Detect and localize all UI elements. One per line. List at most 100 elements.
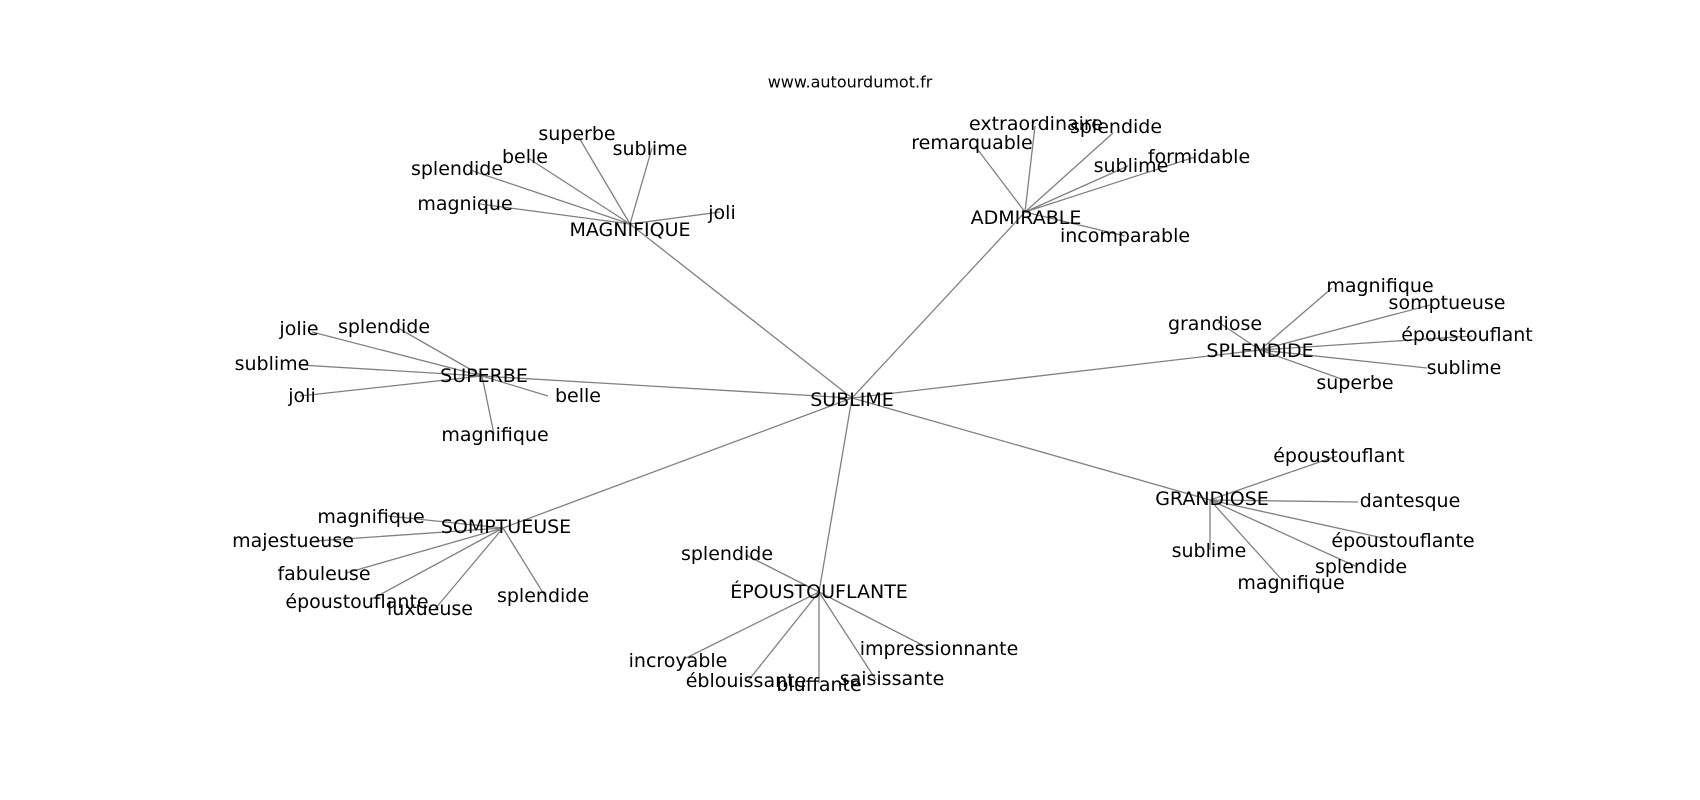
word-node-label[interactable]: magnifique bbox=[441, 424, 548, 446]
edge-group-to-word bbox=[1024, 211, 1126, 237]
group-node-label[interactable]: ADMIRABLE bbox=[971, 207, 1082, 229]
graph-labels: www.autourdumot.fr SUBLIME MAGNIFIQUE sup… bbox=[232, 73, 1533, 697]
group-node-label[interactable]: SOMPTUEUSE bbox=[441, 516, 571, 538]
word-node-label[interactable]: dantesque bbox=[1360, 490, 1461, 512]
edge-group-to-word bbox=[299, 364, 483, 377]
edge-group-to-word bbox=[1209, 455, 1338, 501]
edge-group-to-word bbox=[818, 591, 877, 681]
edge-group-to-word bbox=[434, 527, 504, 610]
edge-group-to-word bbox=[299, 375, 483, 397]
edge-group-to-word bbox=[577, 135, 631, 225]
edge-group-to-word bbox=[1259, 349, 1428, 369]
edge-group-to-word bbox=[747, 591, 820, 682]
word-node-label[interactable]: époustouflant bbox=[1273, 445, 1405, 467]
word-node-label[interactable]: remarquable bbox=[911, 132, 1033, 154]
edge-group-to-word bbox=[469, 169, 631, 225]
word-node-label[interactable]: belle bbox=[502, 146, 548, 168]
word-node-label[interactable]: jolie bbox=[278, 318, 318, 340]
edge-root-to-group bbox=[629, 223, 853, 399]
graph-edges bbox=[299, 125, 1473, 683]
word-node-label[interactable]: splendide bbox=[411, 158, 503, 180]
word-node-label[interactable]: sublime bbox=[613, 138, 688, 160]
word-node-label[interactable]: grandiose bbox=[1168, 313, 1262, 335]
edge-group-to-word bbox=[974, 145, 1026, 213]
word-node-label[interactable]: impressionnante bbox=[860, 638, 1019, 660]
group-node-label[interactable]: ÉPOUSTOUFLANTE bbox=[730, 580, 908, 603]
edge-group-to-word bbox=[745, 554, 820, 593]
edge-group-to-word bbox=[527, 157, 631, 225]
word-node-label[interactable]: magnique bbox=[417, 193, 512, 215]
word-node-label[interactable]: splendide bbox=[681, 543, 773, 565]
edge-group-to-word bbox=[1217, 321, 1261, 351]
edge-root-to-group bbox=[818, 397, 853, 593]
edge-group-to-word bbox=[1209, 499, 1356, 567]
word-node-label[interactable]: belle bbox=[555, 385, 601, 407]
word-node-label[interactable]: extraordinaire bbox=[969, 113, 1103, 135]
word-node-label[interactable]: formidable bbox=[1148, 146, 1250, 168]
edge-group-to-word bbox=[1209, 499, 1384, 539]
word-node-label[interactable]: saisissante bbox=[840, 668, 945, 690]
word-node-label[interactable]: fabuleuse bbox=[277, 563, 370, 585]
edge-group-to-word bbox=[1024, 125, 1036, 213]
edge-group-to-word bbox=[629, 211, 721, 225]
edge-root-to-group bbox=[502, 397, 853, 529]
word-node-label[interactable]: splendide bbox=[497, 585, 589, 607]
word-node-label[interactable]: luxueuse bbox=[387, 598, 473, 620]
edge-group-to-word bbox=[683, 591, 820, 660]
word-node-label[interactable]: superbe bbox=[538, 123, 615, 145]
word-node-label[interactable]: sublime bbox=[1172, 540, 1247, 562]
edge-group-to-word bbox=[1259, 304, 1431, 351]
site-label: www.autourdumot.fr bbox=[768, 73, 933, 92]
word-node-label[interactable]: somptueuse bbox=[1389, 292, 1506, 314]
word-node-label[interactable]: magnifique bbox=[1326, 275, 1433, 297]
edge-root-to-group bbox=[851, 397, 1211, 501]
group-node-label[interactable]: GRANDIOSE bbox=[1155, 488, 1269, 510]
edge-group-to-word bbox=[387, 515, 504, 529]
word-node-label[interactable]: incomparable bbox=[1060, 225, 1190, 247]
word-node-label[interactable]: incroyable bbox=[629, 650, 728, 672]
edge-group-to-word bbox=[1209, 499, 1284, 582]
word-node-label[interactable]: époustouflante bbox=[1331, 530, 1474, 552]
word-node-label[interactable]: superbe bbox=[1316, 372, 1393, 394]
group-node-label[interactable]: MAGNIFIQUE bbox=[570, 219, 691, 241]
word-node-label[interactable]: bluffante bbox=[776, 674, 861, 696]
edge-group-to-word bbox=[314, 527, 504, 542]
word-node-label[interactable]: joli bbox=[287, 385, 315, 407]
edge-root-to-group bbox=[851, 211, 1026, 399]
word-node-label[interactable]: époustouflant bbox=[1401, 324, 1533, 346]
edge-group-to-word bbox=[481, 375, 495, 435]
edge-group-to-word bbox=[1259, 349, 1351, 383]
word-node-label[interactable]: joli bbox=[707, 202, 735, 224]
word-node-label[interactable]: splendide bbox=[1070, 116, 1162, 138]
word-node-label[interactable]: magnifique bbox=[1237, 572, 1344, 594]
word-node-label[interactable]: sublime bbox=[1427, 357, 1502, 379]
word-node-label[interactable]: éblouissante bbox=[686, 670, 807, 692]
edge-group-to-word bbox=[397, 327, 483, 377]
edge-group-to-word bbox=[479, 203, 631, 225]
edge-group-to-word bbox=[371, 527, 504, 600]
word-node-label[interactable]: splendide bbox=[1315, 556, 1407, 578]
edge-group-to-word bbox=[1024, 165, 1129, 213]
word-node-label[interactable]: majestueuse bbox=[232, 530, 354, 552]
group-node-label[interactable]: SPLENDIDE bbox=[1206, 340, 1313, 362]
root-node-label[interactable]: SUBLIME bbox=[810, 389, 894, 411]
edge-group-to-word bbox=[1259, 287, 1333, 351]
edge-group-to-word bbox=[345, 527, 504, 574]
word-node-label[interactable]: splendide bbox=[338, 316, 430, 338]
edge-group-to-word bbox=[1209, 499, 1359, 503]
edge-group-to-word bbox=[1259, 335, 1473, 351]
edge-group-to-word bbox=[1024, 132, 1114, 213]
edge-root-to-group bbox=[481, 375, 853, 399]
edge-group-to-word bbox=[1024, 156, 1196, 213]
edge-group-to-word bbox=[311, 331, 483, 377]
word-node-label[interactable]: époustouflante bbox=[285, 591, 428, 613]
group-node-label[interactable]: SUPERBE bbox=[440, 365, 528, 387]
edge-group-to-word bbox=[629, 147, 653, 225]
word-node-label[interactable]: sublime bbox=[1094, 155, 1169, 177]
edge-root-to-group bbox=[851, 349, 1261, 399]
edge-group-to-word bbox=[502, 527, 546, 597]
word-node-label[interactable]: magnifique bbox=[317, 506, 424, 528]
word-node-label[interactable]: sublime bbox=[235, 353, 310, 375]
edge-group-to-word bbox=[481, 375, 549, 397]
